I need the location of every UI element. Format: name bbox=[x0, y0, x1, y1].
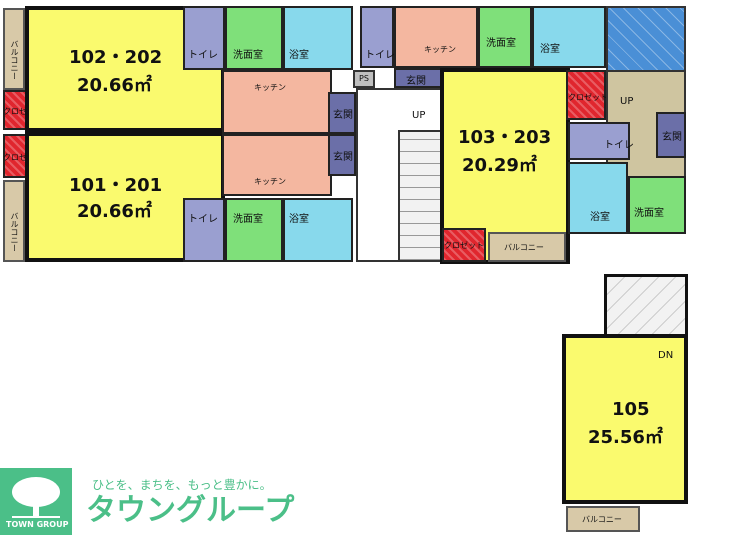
washroom-102-label: 洗面室 bbox=[233, 50, 263, 61]
kitchen-103-label: キッチン bbox=[424, 45, 456, 54]
balcony-102: バルコニー bbox=[3, 8, 25, 90]
brand-logo-text: TOWN GROUP bbox=[6, 520, 69, 529]
stair-up-105-label: UP bbox=[620, 96, 634, 107]
toilet-105-label: トイレ bbox=[604, 140, 634, 151]
unit-105-number: 105 bbox=[612, 399, 650, 420]
toilet-101: トイレ bbox=[183, 198, 225, 262]
bathroom-105: 浴室 bbox=[568, 162, 628, 234]
entrance-101: 玄関 bbox=[328, 134, 356, 176]
entrance-102: 玄関 bbox=[328, 92, 356, 134]
closet-105-label: クロゼット bbox=[568, 93, 608, 102]
unit-105-area: 25.56㎡ bbox=[588, 427, 663, 448]
washroom-105: 洗面室 bbox=[628, 176, 686, 234]
toilet-105: トイレ bbox=[568, 122, 634, 160]
bathroom-101: 浴室 bbox=[283, 198, 353, 262]
unit-102-area: 20.66㎡ bbox=[77, 75, 152, 96]
brand-name: タウングループ bbox=[86, 493, 295, 528]
room-105: DN 105 25.56㎡ bbox=[562, 334, 688, 504]
ps-shaft: PS bbox=[353, 70, 375, 88]
ps-label: PS bbox=[359, 74, 369, 83]
toilet-103-top-label: トイレ bbox=[365, 50, 395, 61]
kitchen-101: キッチン bbox=[222, 134, 332, 196]
stair-dn-label: DN bbox=[658, 350, 674, 361]
entrance-102-label: 玄関 bbox=[333, 110, 353, 121]
brand-logo: TOWN GROUP bbox=[0, 468, 72, 535]
balcony-105-label: バルコニー bbox=[582, 515, 622, 524]
washroom-101-label: 洗面室 bbox=[233, 214, 263, 225]
toilet-101-label: トイレ bbox=[188, 214, 218, 225]
entrance-105: 玄関 bbox=[656, 112, 686, 158]
toilet-102-label: トイレ bbox=[188, 50, 218, 61]
bathroom-103-label: 浴室 bbox=[540, 44, 560, 55]
entrance-105-label: 玄関 bbox=[662, 132, 682, 143]
unit-101-area: 20.66㎡ bbox=[77, 201, 152, 222]
kitchen-102-label: キッチン bbox=[254, 83, 286, 92]
unit-103-area: 20.29㎡ bbox=[462, 155, 537, 176]
bathroom-103: 浴室 bbox=[532, 6, 606, 68]
unit-103-number: 103・203 bbox=[458, 127, 552, 148]
washroom-103: 洗面室 bbox=[478, 6, 532, 68]
stairs-105 bbox=[604, 274, 688, 338]
closet-102-label: クロゼット bbox=[3, 107, 43, 116]
balcony-101: バルコニー bbox=[3, 180, 25, 262]
entrance-103-label: 玄関 bbox=[406, 76, 426, 87]
closet-101-label: クロゼット bbox=[3, 153, 43, 162]
balcony-105: バルコニー bbox=[566, 506, 640, 532]
entrance-103: 玄関 bbox=[394, 68, 442, 88]
closet-103-label: クロゼット bbox=[444, 241, 484, 250]
bathroom-101-label: 浴室 bbox=[289, 214, 309, 225]
center-stairs bbox=[398, 130, 442, 262]
kitchen-103: キッチン bbox=[394, 6, 478, 68]
balcony-102-label: バルコニー bbox=[10, 40, 19, 80]
balcony-101-label: バルコニー bbox=[10, 212, 19, 252]
entrance-101-label: 玄関 bbox=[333, 152, 353, 163]
room-101: 101・201 20.66㎡ bbox=[25, 132, 225, 262]
bathroom-105-label: 浴室 bbox=[590, 212, 610, 223]
brand-tagline: ひとを、まちを、もっと豊かに。 bbox=[92, 478, 272, 492]
unit-101-number: 101・201 bbox=[69, 175, 163, 196]
washroom-102: 洗面室 bbox=[225, 6, 283, 70]
kitchen-102: キッチン bbox=[222, 70, 332, 134]
balcony-103-label: バルコニー bbox=[504, 243, 544, 252]
closet-103: クロゼット bbox=[442, 228, 486, 262]
unit-102-number: 102・202 bbox=[69, 47, 163, 68]
washroom-105-label: 洗面室 bbox=[634, 208, 664, 219]
washroom-101: 洗面室 bbox=[225, 198, 283, 262]
stair-up-label: UP bbox=[412, 110, 426, 121]
tree-icon bbox=[12, 477, 60, 518]
toilet-102: トイレ bbox=[183, 6, 225, 70]
kitchen-101-label: キッチン bbox=[254, 177, 286, 186]
closet-105: クロゼット bbox=[566, 70, 608, 120]
balcony-103: バルコニー bbox=[488, 232, 566, 262]
toilet-103-top: トイレ bbox=[360, 6, 395, 68]
bathroom-102: 浴室 bbox=[283, 6, 353, 70]
washroom-103-label: 洗面室 bbox=[486, 38, 516, 49]
bathroom-102-label: 浴室 bbox=[289, 50, 309, 61]
